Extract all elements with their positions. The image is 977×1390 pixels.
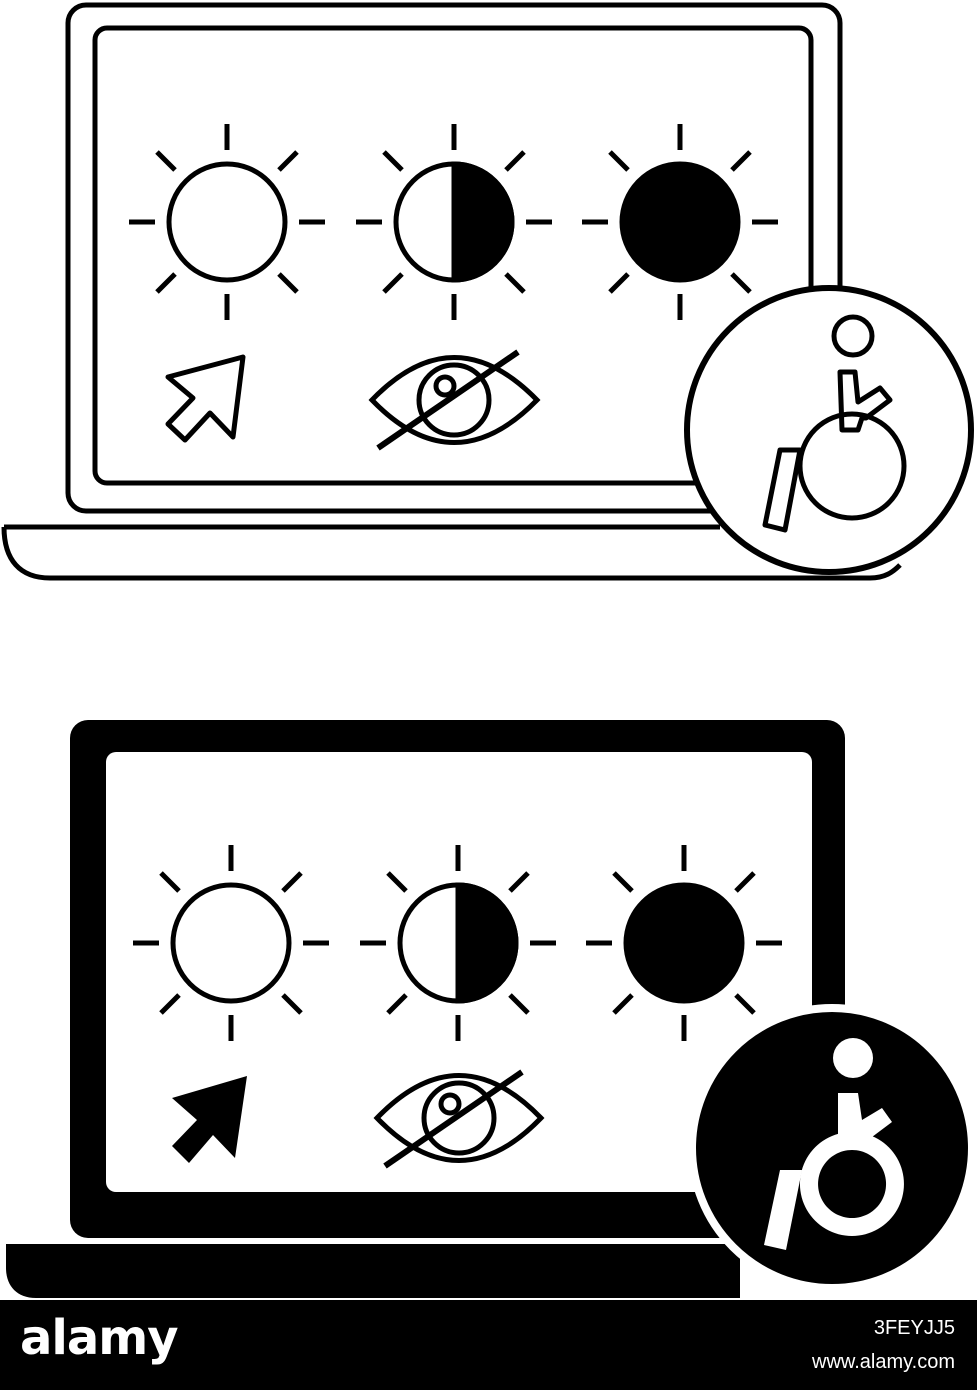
- watermark-bar: alamy 3FEYJJ5 www.alamy.com: [0, 1300, 977, 1390]
- watermark-logo: alamy: [20, 1310, 179, 1366]
- sun-light-icon: [129, 124, 325, 320]
- sun-dark-icon: [586, 845, 782, 1041]
- sun-dark-icon: [582, 124, 778, 320]
- wheelchair-badge: [684, 285, 974, 575]
- wheelchair-badge: [688, 1004, 976, 1292]
- cursor-arrow-icon: [165, 354, 246, 443]
- cursor-arrow-icon: [172, 1076, 247, 1163]
- wheelchair-icon: [764, 1038, 904, 1250]
- sun-half-icon: [360, 845, 556, 1041]
- solid-variant: [6, 720, 976, 1298]
- laptop-icon: [1, 2, 902, 581]
- sun-light-icon: [133, 845, 329, 1041]
- accessibility-icon-illustration: [1, 2, 976, 1298]
- eye-slash-icon: [373, 1069, 545, 1169]
- wheelchair-icon: [762, 314, 907, 533]
- outline-variant: [1, 2, 974, 581]
- watermark-image-id: 3FEYJJ5: [873, 1317, 955, 1339]
- eye-slash-icon: [368, 349, 541, 451]
- sun-half-icon: [356, 124, 552, 320]
- watermark-url: www.alamy.com: [812, 1351, 955, 1373]
